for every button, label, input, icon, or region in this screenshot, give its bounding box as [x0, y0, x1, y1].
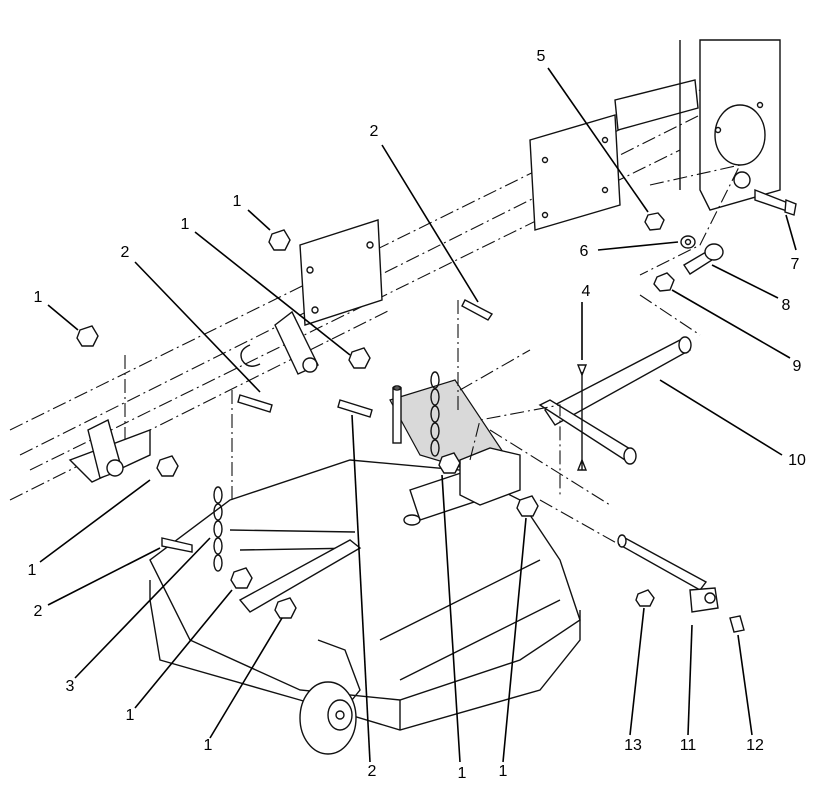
- tractor-rear-frame: [529, 39, 781, 231]
- callout-8: 8: [782, 297, 791, 314]
- front-left-bracket: [68, 418, 151, 483]
- callout-1-bottom-center: 1: [458, 765, 467, 782]
- callout-1-bottom-right: 1: [499, 763, 508, 780]
- callout-2-lower-left: 2: [34, 603, 43, 620]
- deck-hardware: [76, 229, 539, 619]
- callout-1-upper-middle: 1: [181, 216, 190, 233]
- frame-mount-plate: [299, 219, 383, 326]
- callout-1-lower-center-left: 1: [126, 707, 135, 724]
- callout-1-lower-left: 1: [28, 562, 37, 579]
- callout-2-bottom: 2: [368, 763, 377, 780]
- callout-4: 4: [582, 283, 591, 300]
- leader-lines: [39, 67, 797, 763]
- chain-center: [430, 371, 440, 457]
- callout-11: 11: [680, 737, 697, 754]
- lift-rod-10: [538, 336, 692, 471]
- callout-1-bottom-left: 1: [204, 737, 213, 754]
- rod-assembly-11: [617, 534, 745, 633]
- callout-1-top: 1: [233, 193, 242, 210]
- gauge-wheel: [299, 639, 361, 755]
- callout-labels: 1 1 1 1 1 1 1 1 2 2 2 2 3 4 5 6 7 8 9 10…: [28, 48, 806, 782]
- rear-bracket: [240, 310, 319, 375]
- callout-9: 9: [793, 358, 802, 375]
- callout-2-upper-right: 2: [370, 123, 379, 140]
- callout-7: 7: [791, 256, 800, 273]
- callout-1-upper-left: 1: [34, 289, 43, 306]
- alignment-phantom-lines: [124, 164, 742, 546]
- hitch-hardware: [644, 212, 724, 292]
- deck-hitch-post: [392, 385, 521, 506]
- mower-deck: [149, 379, 581, 755]
- chain-left: [213, 486, 223, 572]
- callout-2-upper-left: 2: [121, 244, 130, 261]
- callout-13: 13: [624, 737, 642, 754]
- callout-10: 10: [788, 452, 806, 469]
- callout-5: 5: [537, 48, 546, 65]
- callout-3: 3: [66, 678, 75, 695]
- bolt-7: [754, 188, 797, 216]
- callout-6: 6: [580, 243, 589, 260]
- callout-12: 12: [746, 737, 764, 754]
